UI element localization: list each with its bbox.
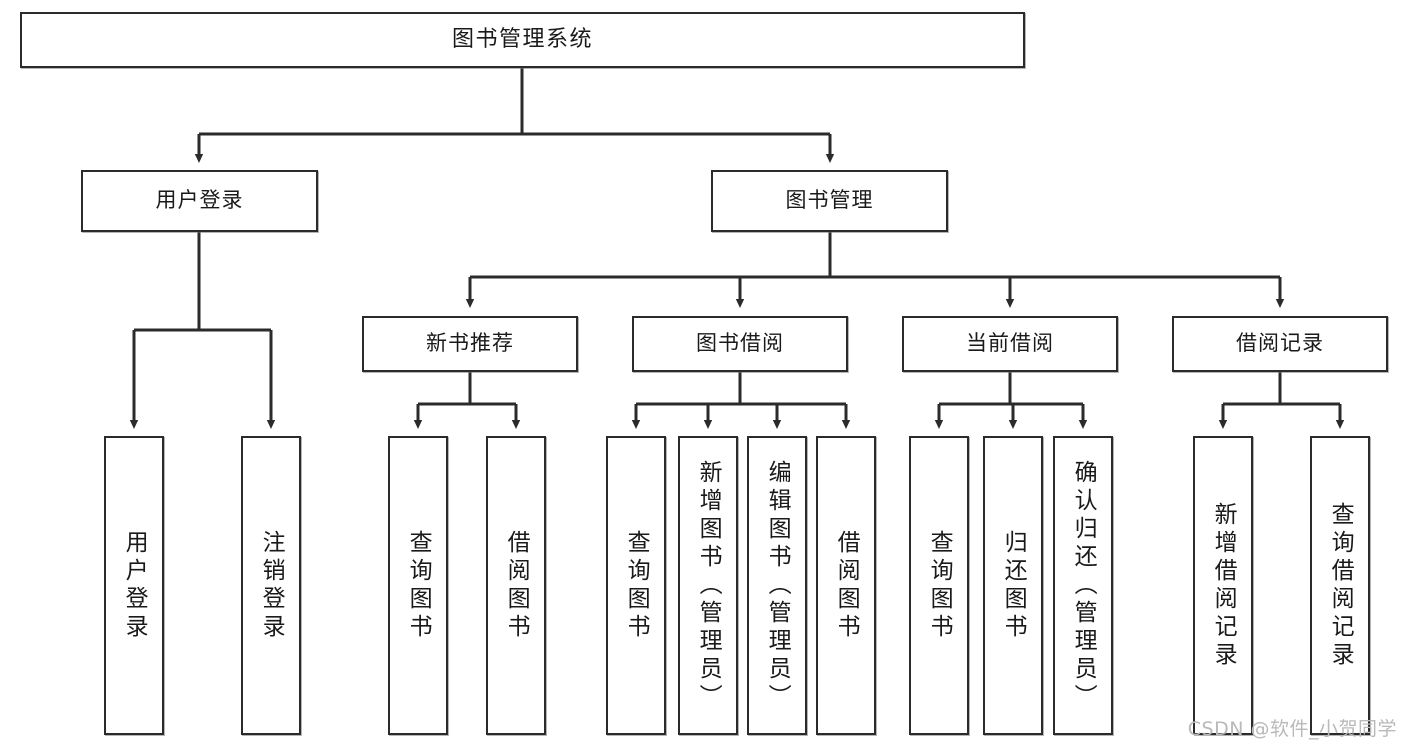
node-borrow-records[interactable]: 借阅记录: [1172, 316, 1388, 372]
leaf-edit-book-admin[interactable]: 编辑图书（管理员）: [747, 436, 807, 735]
node-book-borrowing[interactable]: 图书借阅: [632, 316, 848, 372]
node-label: 图书管理系统: [451, 26, 593, 52]
node-label: 借阅记录: [1236, 331, 1324, 356]
leaf-query-borrow-record[interactable]: 查询借阅记录: [1310, 436, 1370, 735]
leaf-add-borrow-record[interactable]: 新增借阅记录: [1193, 436, 1253, 735]
node-label: 确认归还（管理员）: [1070, 459, 1097, 712]
node-label: 用户登录: [155, 188, 244, 213]
leaf-borrow-books-borrowing[interactable]: 借阅图书: [816, 436, 876, 735]
leaf-confirm-return-admin[interactable]: 确认归还（管理员）: [1053, 436, 1113, 735]
node-label: 查询图书: [623, 529, 650, 642]
node-label: 查询图书: [926, 529, 953, 642]
node-label: 图书借阅: [696, 331, 784, 356]
node-label: 归还图书: [1000, 529, 1027, 642]
node-user-login[interactable]: 用户登录: [81, 170, 318, 232]
node-label: 借阅图书: [833, 529, 860, 642]
leaf-query-books-borrowing[interactable]: 查询图书: [606, 436, 666, 735]
leaf-return-books[interactable]: 归还图书: [983, 436, 1043, 735]
node-label: 新增借阅记录: [1210, 501, 1237, 670]
leaf-add-book-admin[interactable]: 新增图书（管理员）: [678, 436, 738, 735]
leaf-borrow-books-recommendation[interactable]: 借阅图书: [486, 436, 546, 735]
node-label: 借阅图书: [503, 529, 530, 642]
node-label: 新增图书（管理员）: [695, 459, 722, 712]
node-new-book-recommendation[interactable]: 新书推荐: [362, 316, 578, 372]
leaf-query-books-recommendation[interactable]: 查询图书: [388, 436, 448, 735]
leaf-user-login[interactable]: 用户登录: [104, 436, 164, 735]
node-label: 当前借阅: [966, 331, 1054, 356]
node-label: 用户登录: [121, 529, 148, 642]
leaf-query-books-current[interactable]: 查询图书: [909, 436, 969, 735]
node-label: 注销登录: [258, 529, 285, 642]
node-book-management[interactable]: 图书管理: [711, 170, 948, 232]
node-label: 查询图书: [405, 529, 432, 642]
leaf-logout[interactable]: 注销登录: [241, 436, 301, 735]
node-label: 图书管理: [785, 188, 874, 213]
node-label: 查询借阅记录: [1327, 501, 1354, 670]
node-current-borrowing[interactable]: 当前借阅: [902, 316, 1118, 372]
node-label: 新书推荐: [426, 331, 514, 356]
node-label: 编辑图书（管理员）: [764, 459, 791, 712]
watermark: CSDN @软件_小贺同学: [1187, 718, 1397, 740]
node-root-book-management-system[interactable]: 图书管理系统: [20, 12, 1025, 68]
